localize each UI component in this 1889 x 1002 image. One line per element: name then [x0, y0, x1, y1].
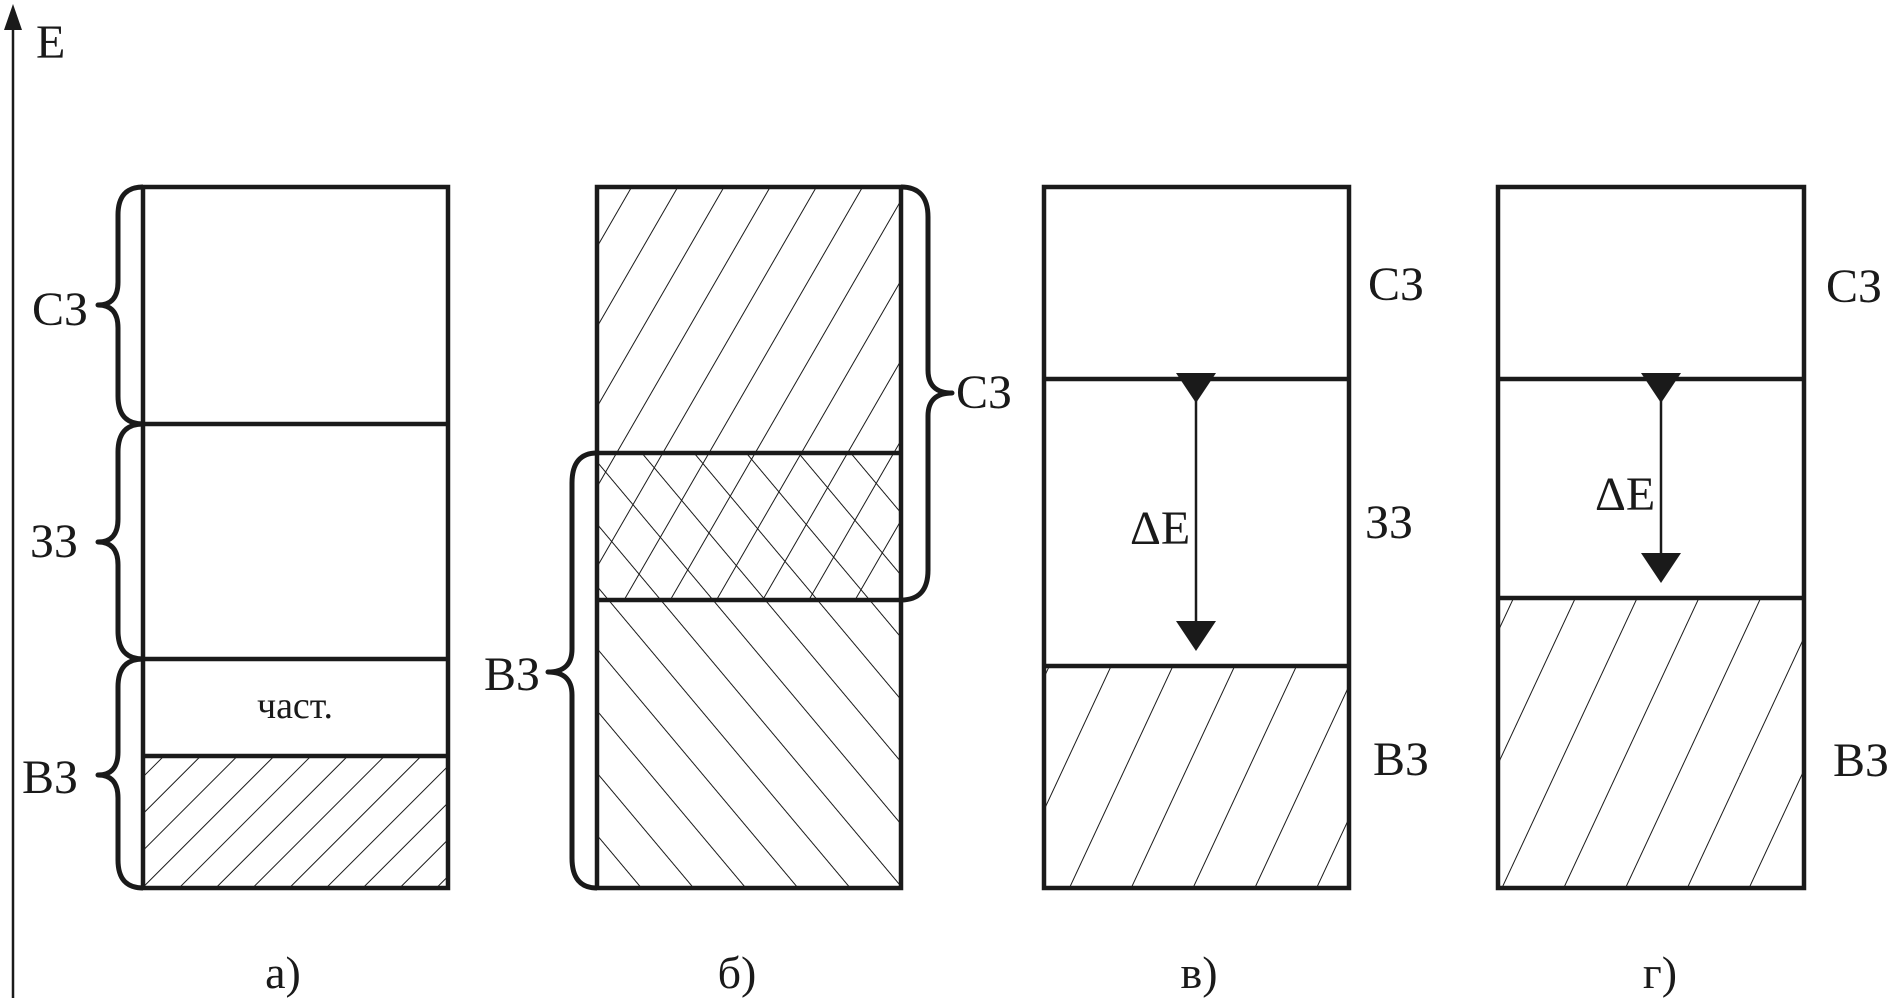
panel-a-frame — [140, 184, 451, 891]
panel-b-brace-right — [900, 184, 955, 603]
panel-c-bottom-label: ВЗ — [1373, 733, 1429, 786]
energy-axis: E — [4, 4, 65, 998]
panel-c-middle-label: ЗЗ — [1365, 496, 1413, 549]
panel-b-brace-left — [545, 450, 598, 891]
panel-d-caption: г) — [1643, 947, 1677, 998]
panel-a-brace-top — [95, 184, 144, 427]
panel-c-hatched-region — [1044, 666, 1349, 888]
energy-axis-arrowhead — [4, 4, 22, 30]
panel-a: част. СЗ ЗЗ ВЗ а) — [22, 184, 451, 998]
panel-d-frame — [1495, 184, 1807, 891]
panel-c-top-label: СЗ — [1368, 258, 1424, 311]
panel-b-frame — [594, 184, 904, 891]
panel-c: ΔE СЗ ЗЗ ВЗ в) — [1041, 184, 1429, 998]
panel-c-caption: в) — [1180, 947, 1217, 998]
panel-a-caption: а) — [265, 947, 301, 998]
panel-d-hatched-region — [1498, 598, 1804, 888]
panel-a-middle-label: ЗЗ — [30, 515, 78, 568]
panel-a-partial-label: част. — [257, 685, 333, 727]
panel-b-caption: б) — [718, 947, 757, 998]
panel-a-brace-bottom — [95, 656, 144, 891]
panel-d-top-label: СЗ — [1826, 260, 1882, 313]
panel-d-gap-label: ΔE — [1595, 468, 1655, 521]
panel-a-bottom-label: ВЗ — [22, 751, 78, 804]
panel-a-hatched-region — [143, 756, 448, 888]
panel-d: ΔE СЗ ВЗ г) — [1495, 184, 1889, 998]
panel-a-brace-middle — [95, 421, 144, 662]
panel-b-top-label: СЗ — [956, 366, 1012, 419]
panel-b-bottom-label: ВЗ — [484, 648, 540, 701]
energy-axis-label: E — [36, 16, 65, 69]
panel-c-gap-label: ΔE — [1130, 502, 1190, 555]
panel-d-bottom-label: ВЗ — [1833, 734, 1889, 787]
panel-a-top-label: СЗ — [32, 283, 88, 336]
panel-b-hatch-lower — [597, 453, 901, 888]
panel-c-frame — [1041, 184, 1352, 891]
panel-b: СЗ ВЗ б) — [484, 184, 1012, 998]
